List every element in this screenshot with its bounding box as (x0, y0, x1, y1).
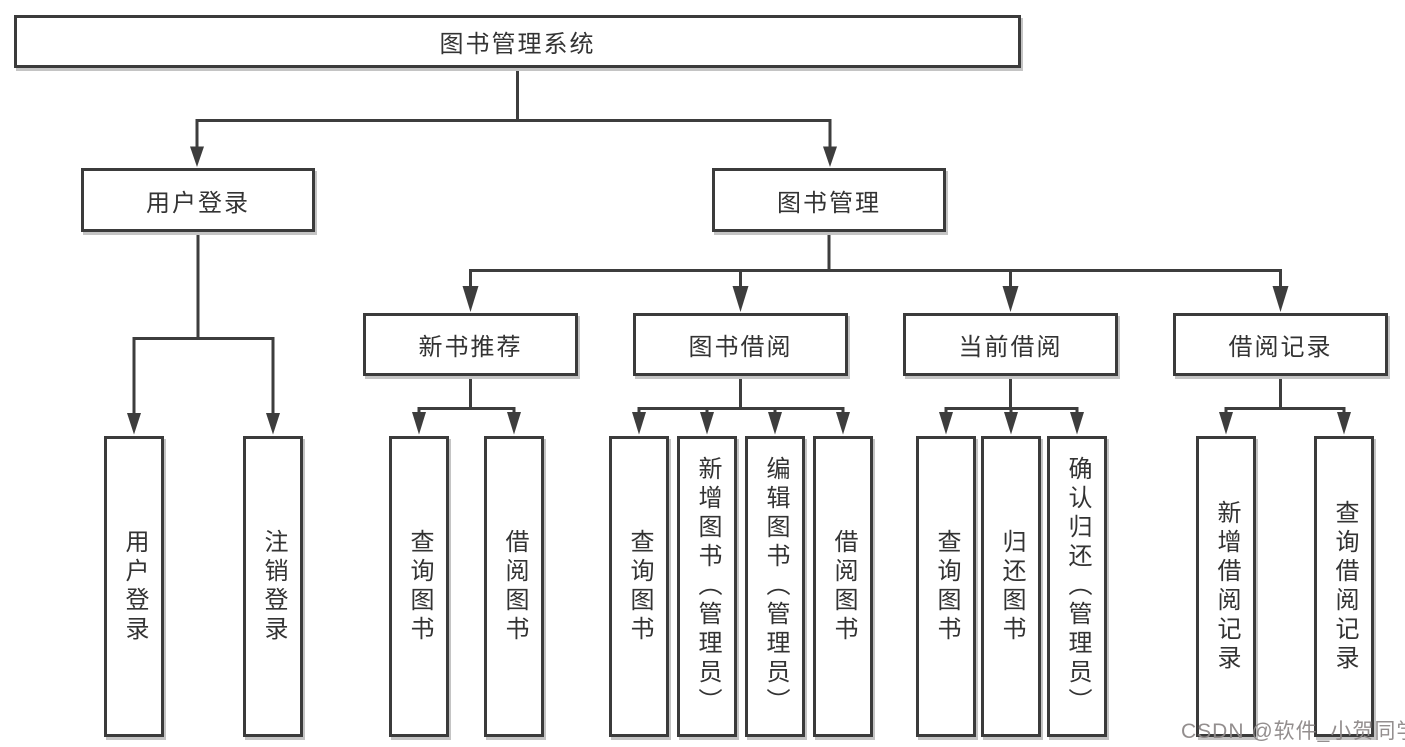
leaf-label: 确认归还（管理员） (1064, 456, 1091, 717)
leaf-label: 借阅图书 (501, 528, 528, 645)
leaf-query-borrow-record: 查询借阅记录 (1314, 436, 1374, 737)
leaf-add-books-admin: 新增图书（管理员） (677, 436, 737, 737)
leaf-logout: 注销登录 (243, 436, 303, 737)
leaf-label: 查询图书 (406, 528, 433, 645)
leaf-label: 注销登录 (260, 528, 287, 645)
node-label: 图书管理 (777, 189, 881, 217)
node-book-borrowing: 图书借阅 (633, 313, 848, 376)
node-label: 图书管理系统 (439, 31, 596, 58)
node-label: 当前借阅 (958, 334, 1063, 361)
node-borrowing-records: 借阅记录 (1173, 313, 1388, 376)
node-label: 借阅记录 (1228, 334, 1333, 361)
leaf-label: 查询借阅记录 (1331, 499, 1358, 674)
node-book-management: 图书管理 (712, 168, 946, 232)
leaf-label: 新增借阅记录 (1213, 499, 1240, 674)
leaf-query-books-borrowing: 查询图书 (609, 436, 669, 737)
leaf-label: 查询图书 (626, 528, 653, 645)
node-label: 用户登录 (146, 189, 250, 217)
leaf-borrow-books-borrowing: 借阅图书 (813, 436, 873, 737)
leaf-borrow-books-recommendation: 借阅图书 (484, 436, 544, 737)
node-library-management-system: 图书管理系统 (14, 15, 1021, 68)
leaf-query-books-current: 查询图书 (916, 436, 976, 737)
leaf-label: 查询图书 (933, 528, 960, 645)
leaf-label: 用户登录 (121, 528, 148, 645)
node-new-book-recommendation: 新书推荐 (363, 313, 578, 376)
node-label: 图书借阅 (688, 334, 793, 361)
leaf-edit-books-admin: 编辑图书（管理员） (745, 436, 805, 737)
leaf-label: 借阅图书 (830, 528, 857, 645)
leaf-query-books-recommendation: 查询图书 (389, 436, 449, 737)
watermark-csdn: CSDN @软件_小贺同学 (1181, 720, 1405, 743)
leaf-label: 归还图书 (998, 528, 1025, 645)
leaf-confirm-return-admin: 确认归还（管理员） (1047, 436, 1107, 737)
node-label: 新书推荐 (418, 334, 523, 361)
leaf-user-login: 用户登录 (104, 436, 164, 737)
node-current-borrowing: 当前借阅 (903, 313, 1118, 376)
leaf-return-books: 归还图书 (981, 436, 1041, 737)
leaf-label: 编辑图书（管理员） (762, 456, 789, 717)
node-user-login: 用户登录 (81, 168, 315, 232)
leaf-label: 新增图书（管理员） (694, 456, 721, 717)
leaf-add-borrow-record: 新增借阅记录 (1196, 436, 1256, 737)
